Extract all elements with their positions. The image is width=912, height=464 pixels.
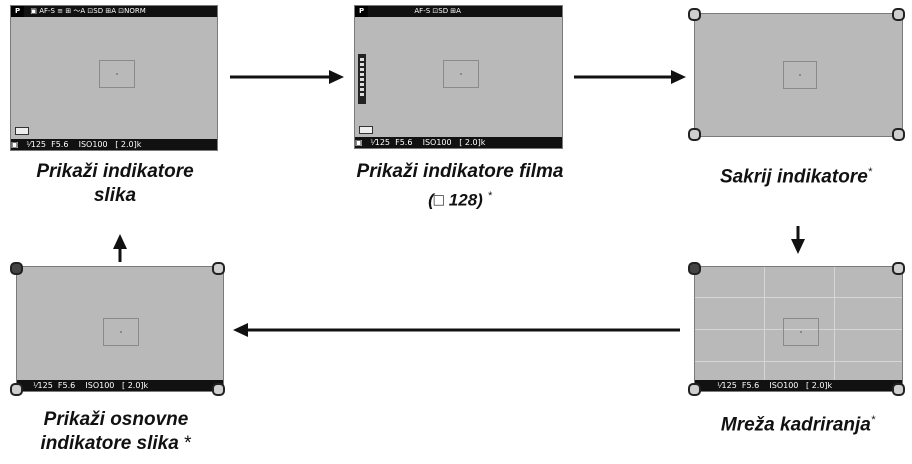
- audio-level-meter: [358, 54, 366, 104]
- arrow-right-icon: [574, 70, 686, 84]
- caption-line: Sakrij indikatore: [719, 166, 868, 188]
- screen-framing-grid: ¹⁄125 F5.6 ISO100 [ 2.0]k: [694, 266, 903, 392]
- screen-show-photo-indicators: P ▣ AF-S ≡ ⊞ 〜A ⊡SD ⊞A ⊡NORM ▣ ¹⁄125 F5.…: [10, 5, 218, 151]
- screen-show-movie-indicators: P AF-S ⊡SD ⊞A ▣ ¹⁄125 F5.6 ISO100 [ 2.0]…: [354, 5, 563, 149]
- mode-indicator: P: [11, 6, 25, 17]
- caption-line: Prikaži indikatore filma: [356, 161, 564, 182]
- grid-line: [695, 329, 902, 330]
- footnote-star: *: [184, 433, 192, 454]
- corner-mark-icon: [688, 128, 701, 141]
- bottom-info-bar: ▣ ¹⁄125 F5.6 ISO100 [ 2.0]k: [11, 139, 217, 150]
- screen-basic-photo-indicators: ¹⁄125 F5.6 ISO100 [ 2.0]k: [16, 266, 224, 392]
- caption-line: indikatore slika: [40, 433, 179, 454]
- battery-icon: [359, 126, 373, 134]
- caption-line: slika: [93, 185, 137, 206]
- arrow-down-icon: [791, 226, 805, 254]
- corner-mark-icon: [688, 383, 701, 396]
- mode-indicator: P: [355, 6, 369, 17]
- corner-mark-icon: [212, 262, 225, 275]
- bottom-info-bar: ¹⁄125 F5.6 ISO100 [ 2.0]k: [695, 380, 902, 391]
- corner-mark-icon: [892, 8, 905, 21]
- top-info-bar: P AF-S ⊡SD ⊞A: [355, 6, 562, 17]
- footnote-star: *: [870, 414, 876, 426]
- caption-show-photo-indicators: Prikaži indikatore slika: [0, 160, 230, 208]
- battery-icon: [15, 127, 29, 135]
- focus-area: [103, 318, 139, 346]
- photo-mode-corner-icon: [10, 262, 23, 275]
- caption-framing-grid: Mreža kadriranja*: [688, 408, 908, 437]
- photo-mode-corner-icon: [688, 262, 701, 275]
- grid-line: [695, 361, 902, 362]
- bottom-info-bar: ¹⁄125 F5.6 ISO100 [ 2.0]k: [17, 380, 223, 391]
- caption-basic-photo-indicators: Prikaži osnovne indikatore slika *: [0, 408, 232, 456]
- corner-mark-icon: [212, 383, 225, 396]
- arrow-up-icon: [113, 234, 127, 262]
- caption-line: Mreža kadriranja: [720, 414, 871, 436]
- focus-area: [783, 318, 819, 346]
- focus-area: [99, 60, 135, 88]
- caption-line: Prikaži osnovne: [43, 409, 189, 430]
- bottom-info-bar: ▣ ¹⁄125 F5.6 ISO100 [ 2.0]k: [355, 137, 562, 148]
- corner-mark-icon: [892, 128, 905, 141]
- caption-line: Prikaži indikatore: [36, 161, 194, 182]
- focus-area: [783, 61, 817, 89]
- corner-mark-icon: [10, 383, 23, 396]
- top-info-bar: P ▣ AF-S ≡ ⊞ 〜A ⊡SD ⊞A ⊡NORM: [11, 6, 217, 17]
- corner-mark-icon: [892, 383, 905, 396]
- top-info-text: AF-S ⊡SD ⊞A: [414, 7, 461, 15]
- footnote-star: *: [487, 190, 492, 202]
- caption-show-movie-indicators: Prikaži indikatore filma (□ 128) *: [322, 160, 598, 213]
- page-reference: (□ 128): [428, 190, 483, 210]
- arrow-left-icon: [233, 323, 680, 337]
- focus-area: [443, 60, 479, 88]
- screen-hide-indicators: [694, 13, 903, 137]
- footnote-star: *: [867, 166, 873, 178]
- top-info-text: ▣ AF-S ≡ ⊞ 〜A ⊡SD ⊞A ⊡NORM: [30, 7, 146, 15]
- grid-line: [695, 297, 902, 298]
- corner-mark-icon: [892, 262, 905, 275]
- arrow-right-icon: [230, 70, 344, 84]
- corner-mark-icon: [688, 8, 701, 21]
- caption-hide-indicators: Sakrij indikatore*: [690, 160, 902, 189]
